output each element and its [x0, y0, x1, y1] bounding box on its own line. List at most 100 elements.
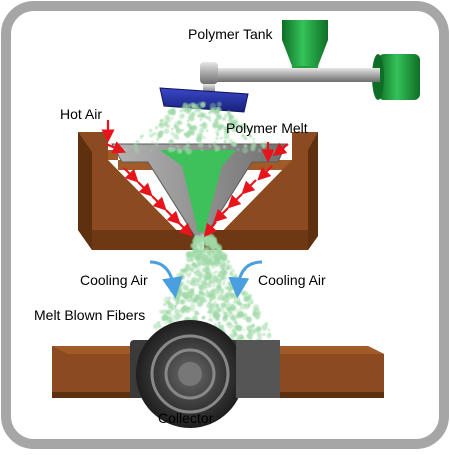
fiber-speck [242, 313, 247, 318]
fiber-speck [175, 128, 182, 134]
fiber-speck [209, 314, 212, 318]
fiber-speck [261, 324, 268, 331]
fiber-speck [214, 300, 217, 303]
fiber-speck [170, 107, 176, 113]
fiber-speck [243, 144, 248, 148]
fiber-speck [211, 287, 217, 293]
fiber-speck [195, 136, 203, 143]
fiber-speck [154, 142, 159, 146]
fiber-speck [205, 300, 208, 303]
collector-roll [130, 320, 280, 428]
fiber-speck [140, 134, 144, 138]
fiber-speck [200, 285, 207, 291]
fiber-speck [235, 117, 238, 120]
fiber-speck [171, 127, 174, 131]
fiber-speck [154, 132, 157, 135]
fiber-speck [206, 246, 210, 250]
hot-air-arrow [177, 221, 193, 237]
cooling-air-arrow-right [228, 260, 263, 299]
fiber-speck [252, 138, 255, 141]
fiber-speck [214, 148, 219, 152]
fiber-speck [205, 271, 209, 274]
cooling-air-arrows [149, 260, 263, 299]
fiber-speck [226, 278, 229, 281]
fiber-speck [177, 148, 183, 154]
hot-air-arrow [241, 179, 257, 195]
fiber-speck [220, 288, 225, 293]
fiber-speck [237, 297, 241, 300]
fiber-speck [173, 124, 177, 128]
fiber-speck [248, 127, 253, 133]
fiber-speck [237, 148, 240, 151]
fiber-speck [174, 308, 181, 315]
fiber-speck [246, 332, 254, 340]
fiber-speck [179, 109, 183, 113]
fiber-speck [148, 128, 153, 133]
fiber-speck [200, 291, 206, 297]
fiber-speck [230, 115, 235, 120]
hot-air-arrow [257, 165, 273, 181]
fiber-speck [190, 259, 194, 262]
fiber-speck [201, 279, 208, 286]
fiber-speck [212, 275, 218, 282]
fiber-speck [222, 316, 228, 322]
fiber-speck [176, 278, 180, 282]
fiber-speck [192, 298, 196, 303]
fiber-speck [135, 140, 140, 144]
fiber-speck [202, 257, 210, 265]
fiber-speck [189, 268, 194, 273]
fiber-speck [212, 284, 216, 287]
fiber-speck [133, 147, 140, 154]
polymer-melt [160, 150, 236, 232]
fiber-speck [149, 149, 153, 153]
fiber-speck [228, 124, 233, 130]
fiber-speck [223, 133, 230, 140]
fiber-speck [190, 102, 196, 108]
fiber-speck [186, 273, 192, 279]
fiber-speck [227, 111, 231, 115]
fiber-speck [237, 311, 244, 318]
fiber-speck [209, 242, 215, 247]
fiber-speck [208, 143, 212, 147]
fiber-speck [214, 270, 218, 273]
fiber-speck [177, 281, 183, 288]
fiber-speck [188, 251, 195, 258]
hot-air-arrow [213, 207, 229, 223]
fiber-speck [159, 119, 163, 123]
fiber-speck [223, 128, 230, 135]
fiber-speck [229, 283, 236, 290]
fiber-speck [205, 292, 211, 298]
fiber-speck [194, 264, 198, 268]
fiber-speck [184, 297, 189, 302]
fiber-speck [264, 322, 269, 326]
fiber-speck [194, 106, 201, 112]
fiber-speck [244, 303, 250, 310]
fiber-speck [197, 111, 204, 119]
fiber-speck [211, 302, 217, 308]
fiber-speck [192, 244, 198, 250]
fiber-speck [196, 312, 200, 316]
fiber-speck [201, 315, 206, 320]
fiber-speck [163, 296, 171, 304]
fiber-speck [224, 141, 227, 144]
fiber-speck [235, 324, 242, 331]
fiber-speck [162, 309, 168, 315]
fiber-speck [209, 102, 217, 110]
label-hot-air: Hot Air [60, 106, 103, 122]
hot-air-arrows [101, 120, 289, 238]
fiber-speck [213, 323, 217, 326]
fiber-speck [222, 279, 226, 282]
label-melt-blown-fibers: Melt Blown Fibers [34, 307, 146, 323]
fiber-speck [212, 310, 219, 318]
fiber-speck [241, 134, 245, 138]
fiber-speck [193, 241, 198, 246]
fiber-speck [173, 306, 176, 310]
fiber-speck [222, 145, 227, 149]
fiber-speck [204, 258, 208, 261]
fiber-speck [185, 148, 192, 155]
fiber-speck [156, 321, 161, 326]
fiber-speck [224, 270, 228, 275]
label-polymer-melt: Polymer Melt [226, 120, 308, 136]
fiber-speck [158, 325, 161, 328]
